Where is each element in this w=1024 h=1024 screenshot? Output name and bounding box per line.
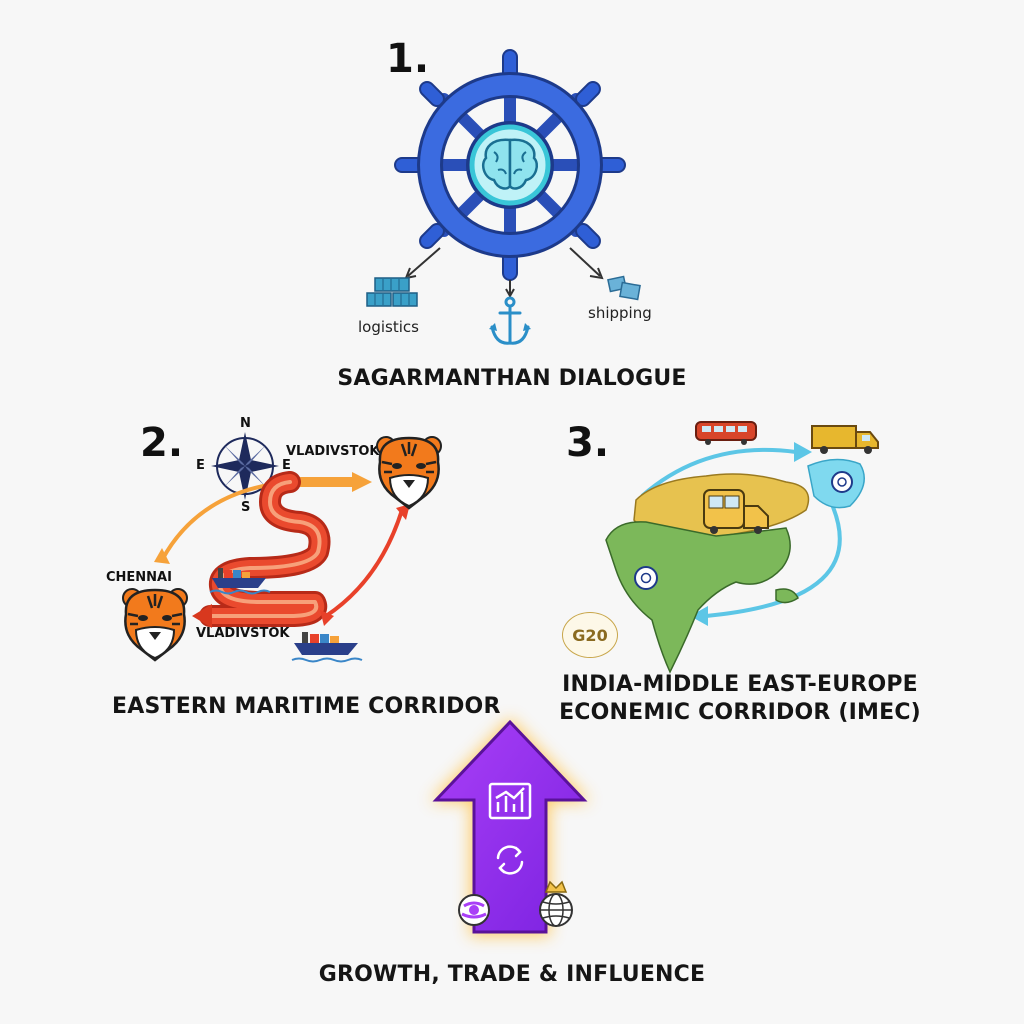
section-4-title: GROWTH, TRADE & INFLUENCE [318,962,706,987]
compass-w: E [196,458,205,473]
g20-badge-icon: G20 [562,612,618,658]
shipping-boxes-icon [607,275,641,301]
section-2-title: EASTERN MARITIME CORRIDOR [112,694,501,719]
tiger-head-icon [376,436,442,510]
cargo-ship-icon [209,568,271,595]
handshake-globe-icon [458,894,490,926]
compass-icon [211,432,279,500]
section-3-number: 3. [566,420,610,466]
ship-wheel-icon [394,49,626,281]
logistics-label: logistics [358,318,419,336]
train-icon [695,421,757,445]
exchange-icon [496,845,524,875]
section-3-title-line1: INDIA-MIDDLE EAST-EUROPE [562,672,918,697]
growth-arrow [430,718,590,936]
truck-icon [811,425,879,454]
shipping-label: shipping [588,304,652,322]
chennai-label: CHENNAI [106,570,172,585]
compass-n: N [240,416,251,431]
corridor-routes [154,471,410,628]
cargo-ship-icon-2 [291,632,363,663]
tiger-head-icon-2 [122,588,188,662]
anchor-icon [489,296,531,345]
bus-icon [703,489,769,534]
world-map-illustration [605,442,865,674]
compass-s: S [241,500,251,515]
vladivostok-top-label: VLADIVSTOK [286,444,380,459]
section-1-number: 1. [386,36,430,82]
containers-icon [366,277,418,307]
section-3-title-line2: ECONEMIC CORRIDOR (IMEC) [559,700,921,725]
wheel-branch-arrows [404,247,604,299]
section-2-number: 2. [140,420,184,466]
section-1-title: SAGARMANTHAN DIALOGUE [337,366,687,391]
compass-e: E [282,458,291,473]
crown-globe-icon [539,880,573,927]
growth-chart-icon [488,782,532,820]
vladivostok-bottom-label: VLADIVSTOK [196,626,290,641]
brain-icon [482,138,538,190]
g20-label: G20 [572,625,608,645]
